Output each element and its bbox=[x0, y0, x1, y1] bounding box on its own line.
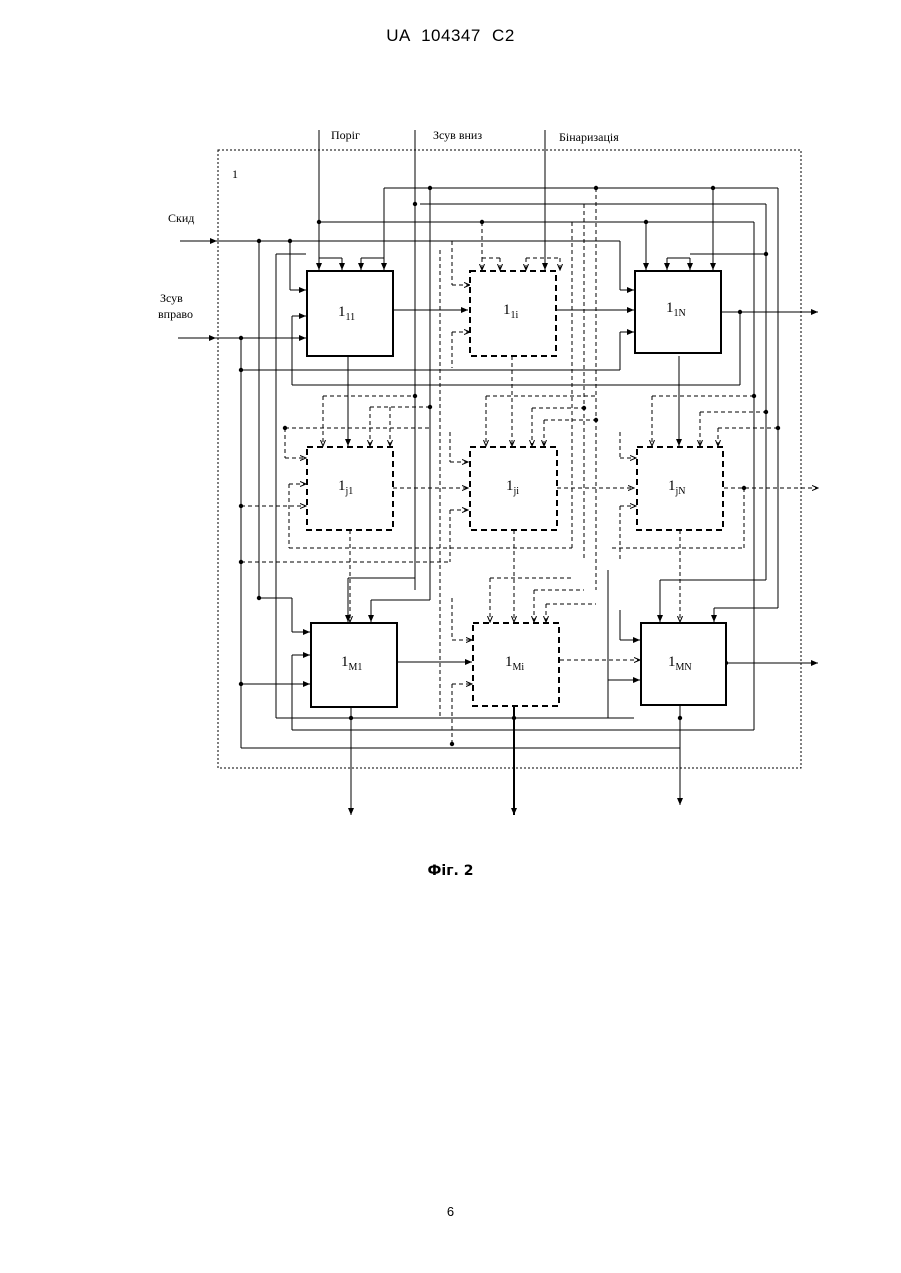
cell-label-1i-sub: 1i bbox=[511, 310, 519, 321]
reset-input-label: Скид bbox=[168, 211, 194, 225]
shift-right-label-line1: Зсув bbox=[160, 291, 183, 305]
threshold-input-label: Поріг bbox=[331, 128, 360, 142]
cell-label-j1-base: 1 bbox=[338, 478, 346, 494]
cell-label-1N-sub: 1N bbox=[674, 308, 686, 319]
cell-label-11-sub: 11 bbox=[346, 312, 356, 323]
cell-label-Mi-base: 1 bbox=[505, 654, 513, 670]
cell-label-jN-base: 1 bbox=[668, 478, 676, 494]
cell-label-ji-sub: ji bbox=[513, 486, 520, 497]
cell-label-jN-sub: jN bbox=[675, 486, 686, 497]
shift-down-input-label: Зсув вниз bbox=[433, 128, 482, 142]
binarization-input-label: Бінаризація bbox=[559, 130, 619, 144]
cell-label-j1-sub: j1 bbox=[345, 486, 354, 497]
cell-label-MN-base: 1 bbox=[668, 654, 676, 670]
cell-label-MN-sub: MN bbox=[676, 662, 692, 673]
cell-label-M1-base: 1 bbox=[341, 654, 349, 670]
cell-label-1i-base: 1 bbox=[503, 302, 511, 318]
cell-label-Mi-sub: Mi bbox=[513, 662, 525, 673]
page-number: 6 bbox=[0, 1204, 901, 1219]
cell-label-M1-sub: M1 bbox=[349, 662, 363, 673]
cell-label-1N-base: 1 bbox=[666, 300, 674, 316]
array-label: 1 bbox=[232, 167, 238, 181]
cell-label-ji-base: 1 bbox=[506, 478, 514, 494]
figure-caption: Фіг. 2 bbox=[0, 863, 901, 879]
cell-label-11-base: 1 bbox=[338, 304, 346, 320]
shift-right-label-line2: вправо bbox=[158, 307, 193, 321]
